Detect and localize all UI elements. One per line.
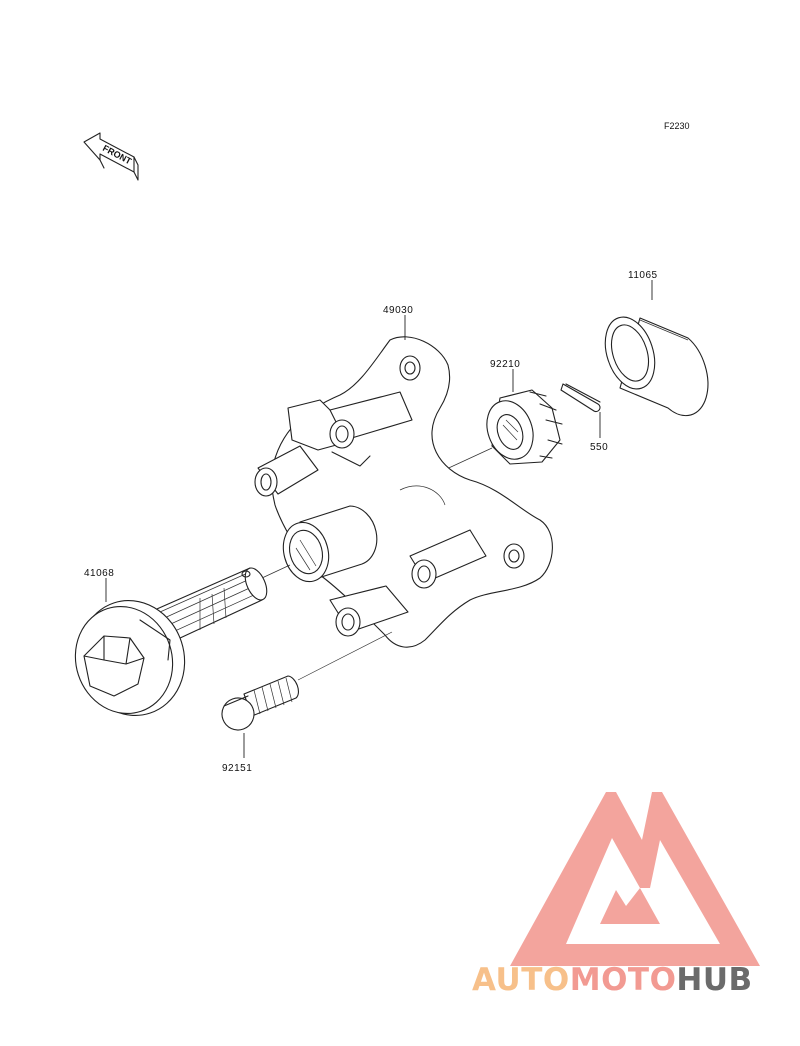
watermark-brand: AUTOMOTOHUB xyxy=(472,962,753,998)
assembly-axis-lower xyxy=(297,631,393,681)
axle-shaft-41068 xyxy=(74,567,268,717)
castle-nut-92210 xyxy=(486,389,563,465)
front-arrow-icon: FRONT xyxy=(83,132,139,181)
part-number-550: 550 xyxy=(590,442,608,453)
figure-code: F2230 xyxy=(664,121,690,131)
brand-part-hub: HUB xyxy=(676,962,753,998)
part-number-49030: 49030 xyxy=(383,305,413,316)
assembly-axis-middle xyxy=(261,564,291,579)
part-number-11065: 11065 xyxy=(628,270,658,281)
brand-part-moto: MOTO xyxy=(569,962,677,998)
hub-49030 xyxy=(254,336,553,648)
cotter-pin-550 xyxy=(560,383,601,413)
brand-part-auto: AUTO xyxy=(472,962,570,998)
part-number-41068: 41068 xyxy=(84,568,114,579)
bearing-11065 xyxy=(604,316,709,417)
stud-bolt-92151 xyxy=(221,675,299,731)
part-number-92210: 92210 xyxy=(490,359,520,370)
watermark-logo-icon xyxy=(510,792,760,966)
part-number-92151: 92151 xyxy=(222,763,252,774)
